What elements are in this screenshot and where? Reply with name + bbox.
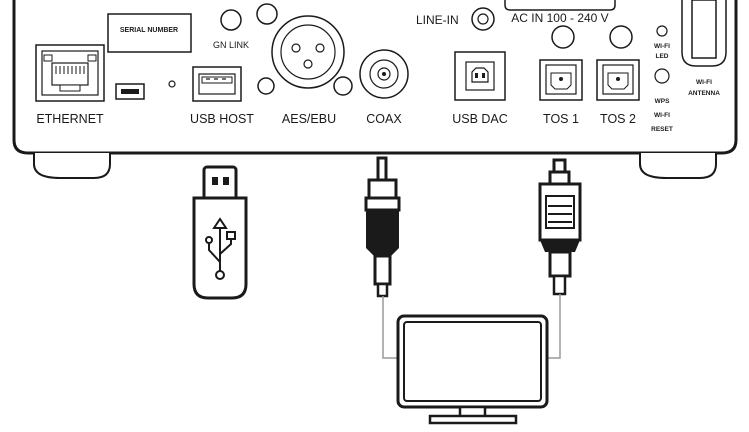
tv-icon (396, 314, 549, 425)
usb-stick-icon (192, 165, 248, 300)
wifi-controls: WI-FI LED WPS WI-FI RESET (651, 25, 673, 133)
micro-usb-port (115, 83, 145, 100)
cables (382, 294, 561, 359)
status-dot (168, 80, 176, 88)
tos1-label: TOS 1 (543, 112, 579, 126)
wps-label: WPS (655, 98, 670, 105)
tos1-port (539, 59, 583, 101)
aes-ebu-label: AES/EBU (282, 112, 336, 126)
wifi-led-label-2: LED (656, 53, 669, 60)
coax-cable (382, 296, 400, 359)
line-in-port (471, 7, 495, 31)
rca-plug-icon (364, 156, 401, 298)
device-foot-left (33, 153, 111, 179)
wifi-antenna: WI-FI ANTENNA (681, 0, 727, 97)
coax-port (359, 49, 409, 99)
tos2-label: TOS 2 (600, 112, 636, 126)
tos2-port (596, 59, 640, 101)
serial-number-label: SERIAL NUMBER (107, 13, 192, 53)
aes-ebu-port (257, 15, 353, 96)
usb-symbol-icon (205, 217, 236, 280)
gn-link-label: GN LINK (213, 40, 249, 50)
wifi-led-label-1: WI-FI (654, 43, 670, 50)
usb-dac-label: USB DAC (452, 112, 508, 126)
gn-link-button-1 (220, 9, 242, 31)
usb-host-label: USB HOST (190, 112, 254, 126)
line-in-label: LINE-IN (416, 13, 459, 27)
ethernet-label: ETHERNET (36, 112, 104, 126)
ac-in-area: AC IN 100 - 240 V (504, 0, 633, 49)
ethernet-port (35, 44, 105, 102)
ac-in-label: AC IN 100 - 240 V (511, 11, 608, 25)
wifi-reset-label-2: RESET (651, 126, 673, 133)
usb-host-port (192, 66, 242, 102)
serial-number-text: SERIAL NUMBER (120, 27, 178, 34)
wifi-antenna-label-2: ANTENNA (688, 90, 720, 97)
optical-cable (544, 294, 561, 359)
optical-plug-icon (538, 158, 582, 296)
wifi-antenna-label-1: WI-FI (696, 79, 712, 86)
coax-label: COAX (366, 112, 402, 126)
device-foot-right (639, 153, 717, 179)
wifi-reset-label-1: WI-FI (654, 112, 670, 119)
usb-dac-port (454, 51, 506, 101)
gn-link-button-2 (256, 3, 278, 25)
